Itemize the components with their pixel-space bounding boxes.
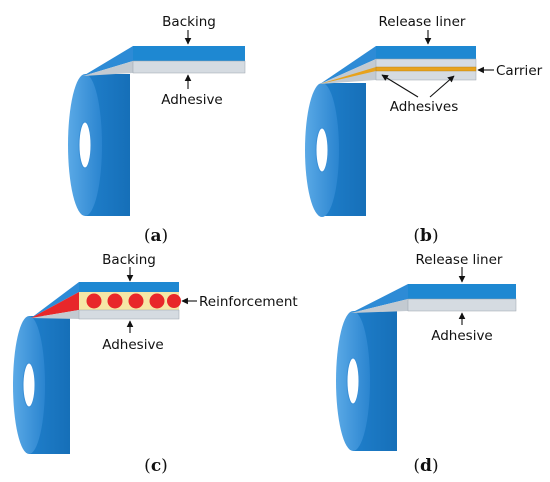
caption-c: (c) — [144, 456, 168, 476]
tape-roll — [336, 311, 397, 451]
carrier-label: Carrier — [496, 63, 543, 79]
unwound-strip — [83, 46, 246, 76]
unwound-strip — [320, 46, 477, 84]
tape-roll — [13, 316, 70, 454]
tape-roll — [68, 74, 130, 216]
reinforcement-fibers — [86, 293, 181, 309]
unwound-strip — [351, 284, 517, 313]
release-liner-label: Release liner — [379, 14, 466, 30]
panel-a: Backing Adhesive (a) — [68, 14, 246, 246]
release-liner-label: Release liner — [416, 252, 503, 268]
unwound-strip — [31, 282, 181, 320]
tape-roll — [305, 83, 366, 217]
backing-label: Backing — [102, 252, 156, 268]
panel-c: Backing Reinforcement Adhesive (c) — [13, 252, 298, 476]
adhesives-pointer-1 — [429, 75, 455, 98]
adhesives-pointer-2 — [381, 74, 419, 98]
adhesive-label: Adhesive — [102, 337, 164, 353]
caption-d: (d) — [413, 456, 438, 476]
panel-b: Release liner Carrier Adhesives (b) — [305, 14, 543, 246]
panel-d: Release liner Adhesive (d) — [336, 252, 517, 476]
adhesives-label: Adhesives — [390, 99, 459, 115]
caption-a: (a) — [144, 226, 168, 246]
reinforcement-label: Reinforcement — [199, 294, 298, 310]
backing-label: Backing — [162, 14, 216, 30]
caption-b: (b) — [413, 226, 438, 246]
adhesive-label: Adhesive — [161, 92, 223, 108]
adhesive-label: Adhesive — [431, 328, 493, 344]
